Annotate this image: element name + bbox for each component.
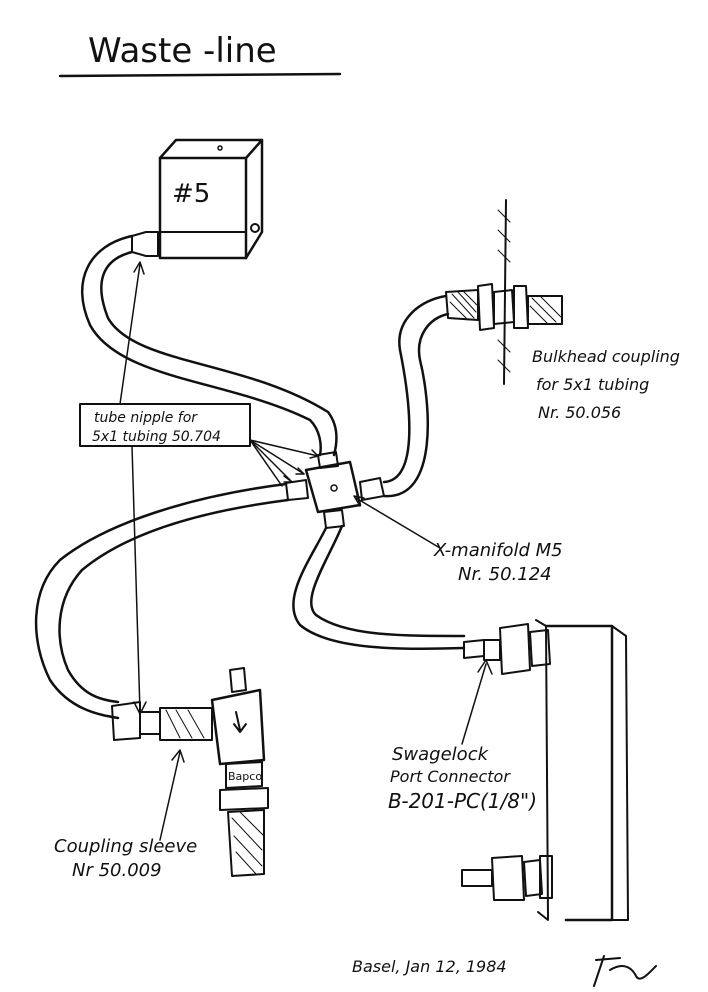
- valve-tag: Bapco: [228, 770, 262, 783]
- signature-scribble: [593, 955, 657, 987]
- arrow-to-coupling-sleeve: [131, 445, 147, 715]
- swagelok-label-1: Swagelock: [392, 744, 490, 765]
- diagram-title: Waste -line: [88, 31, 277, 71]
- valve: [210, 667, 269, 877]
- bulkhead-label-2: for 5x1 tubing: [536, 375, 649, 394]
- arrow-to-manifold: [353, 495, 441, 549]
- tube-manifold-to-sleeve: [34, 482, 290, 720]
- coupling-sleeve-label-1: Coupling sleeve: [54, 836, 197, 857]
- swagelok-label-3: B-201-PC(1/8"): [388, 789, 537, 813]
- arrow-to-sleeve: [159, 749, 185, 841]
- swagelok-connector: [463, 623, 551, 675]
- signature: Basel, Jan 12, 1984: [352, 957, 507, 976]
- manifold-label-2: Nr. 50.124: [458, 564, 552, 585]
- swagelok-label-2: Port Connector: [390, 767, 511, 786]
- arrow-to-box-fitting: [119, 261, 145, 405]
- arrow-to-swagelok: [461, 659, 493, 745]
- wall: [497, 199, 511, 385]
- tube-nipple-label-1: tube nipple for: [94, 410, 198, 426]
- tube-nipple-label-box: [79, 403, 251, 447]
- box-5-label: #5: [172, 179, 210, 209]
- tube-box-to-manifold: [80, 234, 338, 457]
- coupling-sleeve-label-2: Nr 50.009: [72, 860, 162, 881]
- x-manifold: [285, 451, 385, 529]
- box-5: [158, 138, 264, 260]
- bulkhead-label-3: Nr. 50.056: [538, 403, 621, 422]
- bulkhead-coupling: [445, 283, 563, 331]
- manifold-label-1: X-manifold M5: [433, 540, 563, 561]
- tube-nipple-arrows: [249, 439, 319, 487]
- tube-manifold-to-bulkhead: [382, 294, 450, 498]
- box-fitting: [131, 231, 159, 257]
- bulkhead-label-1: Bulkhead coupling: [532, 347, 680, 366]
- tube-nipple-label-2: 5x1 tubing 50.704: [92, 429, 221, 445]
- title-underline: [58, 72, 342, 78]
- tube-manifold-to-swagelok: [292, 524, 466, 651]
- lower-connector: [461, 855, 553, 901]
- coupling-sleeve: [111, 701, 213, 741]
- column: [535, 619, 629, 922]
